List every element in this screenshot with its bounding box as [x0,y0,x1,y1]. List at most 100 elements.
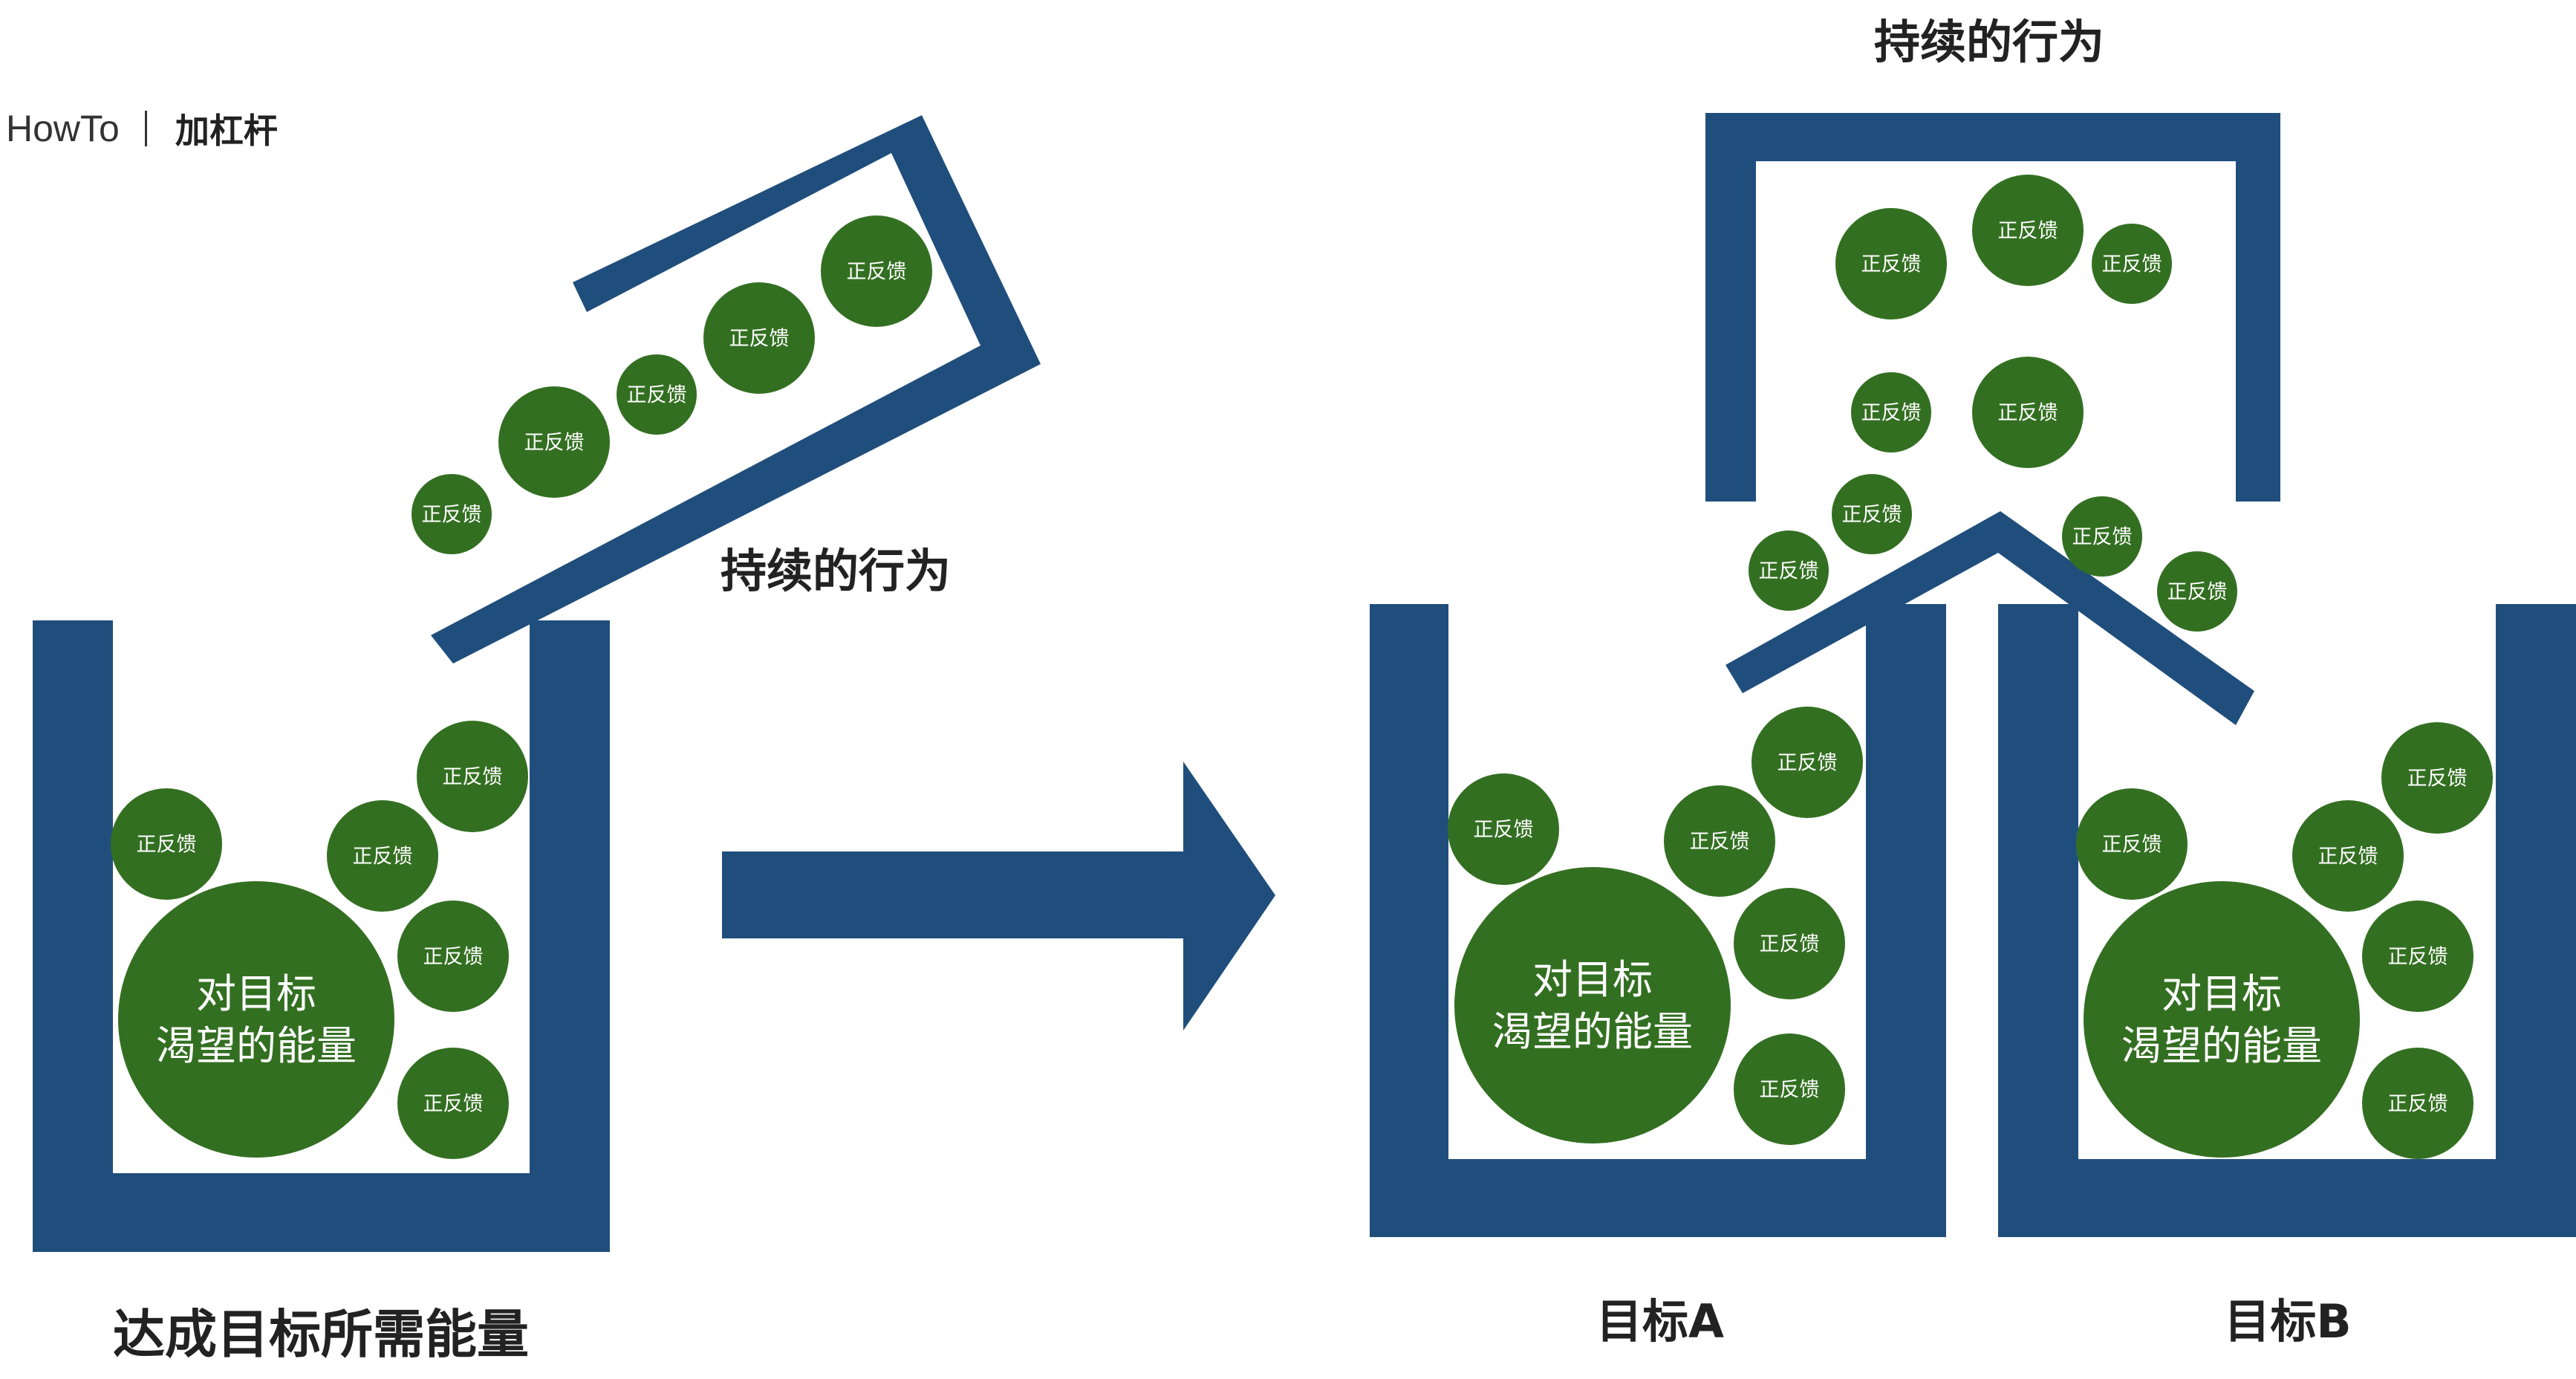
hopper-bubble: 正反馈 [1972,175,2084,286]
bubble-circle [1749,530,1829,611]
bubble-label: 正反馈 [847,260,907,283]
bubble-label: 正反馈 [137,833,197,856]
falling-bubble: 正反馈 [1749,530,1829,611]
header-divider [144,111,147,146]
bubble-circle [118,881,394,1158]
bubble-circle [1832,474,1912,554]
arrow-right-icon [722,762,1275,1031]
bubble-circle [2381,722,2493,834]
bucket-bubble: 正反馈 [417,721,528,832]
bubble-label: 正反馈 [1998,401,2058,424]
bubble-label: 正反馈 [2102,833,2162,856]
bubble-label: 渴望的能量 [2121,1022,2322,1069]
bubble-circle [1454,867,1731,1143]
bubble-circle [327,800,438,912]
bubble-circle [1448,773,1559,885]
bubble-label: 正反馈 [524,431,585,454]
bubble-circle [111,788,222,900]
bubble-label: 正反馈 [2102,253,2162,276]
bubble-circle [1835,208,1947,319]
brand-name: HowTo [6,108,120,149]
bubble-circle [2084,881,2360,1158]
bucket-b-label: 目标B [2224,1294,2351,1349]
bubble-label: 正反馈 [422,503,482,526]
bubble-circle [2076,788,2188,900]
bubble-circle [397,901,509,1012]
bubble-label: 正反馈 [423,1092,484,1115]
bubble-label: 正反馈 [729,327,790,350]
bubble-label: 正反馈 [1842,503,1902,526]
bucket-a [1370,604,1946,1237]
bubble-label: 正反馈 [353,845,413,868]
bubble-circle [2292,800,2404,912]
bucket-b-bubble: 正反馈 [2076,788,2188,900]
bucket-a-bubble: 正反馈 [1448,773,1559,885]
bucket-b-bubble: 正反馈 [2362,1048,2473,1159]
bubble-label: 正反馈 [1861,401,1922,424]
bucket-b [1998,604,2576,1237]
bucket-a-bubble: 正反馈 [1734,1034,1845,1145]
bubble-label: 渴望的能量 [156,1022,357,1069]
bubble-label: 正反馈 [1690,830,1750,853]
bubble-label: 正反馈 [2167,580,2228,603]
hopper-bubble: 正反馈 [1851,372,1931,452]
bucket-b-bubble: 正反馈 [2381,722,2493,834]
falling-bubble: 正反馈 [2157,551,2237,632]
bubble-label: 正反馈 [1760,1078,1820,1101]
bubble-circle [2157,551,2237,632]
bucket-a-bubble: 正反馈 [1664,785,1775,897]
header: HowTo 加杠杆 [6,103,278,155]
bucket-bubble: 正反馈 [327,800,438,912]
right-hopper [1705,113,2280,502]
chute-bubble: 正反馈 [498,386,610,498]
chute-bubble: 正反馈 [821,215,932,327]
bubble-circle [397,1048,509,1159]
bubble-label: 正反馈 [443,765,503,788]
left-bucket-label: 达成目标所需能量 [113,1304,529,1365]
bubble-label: 正反馈 [1759,559,1819,583]
bubble-circle [498,386,610,498]
bucket-b-bubble: 正反馈 [2292,800,2404,912]
bubble-circle [2362,901,2473,1012]
bucket-bubble: 正反馈 [111,788,222,900]
bubble-circle [1972,357,2084,468]
chute-bubble: 正反馈 [703,282,815,394]
bubble-label: 对目标 [2162,970,2282,1017]
bubble-circle [617,354,697,435]
bubble-label: 渴望的能量 [1492,1008,1693,1055]
bubble-label: 正反馈 [1474,818,1534,841]
right-top-label: 持续的行为 [1874,15,2104,69]
topic-title: 加杠杆 [175,111,278,151]
bubble-label: 正反馈 [2388,945,2448,968]
bubble-label: 正反馈 [1760,932,1820,955]
bubble-circle [2092,224,2172,304]
bubble-circle [417,721,528,832]
bubble-label: 对目标 [196,970,316,1017]
bubble-circle [1734,1034,1845,1145]
left-chute [431,115,1041,663]
chute-bubble: 正反馈 [412,474,492,554]
bubbles: 正反馈正反馈正反馈正反馈正反馈正反馈正反馈正反馈正反馈正反馈对目标渴望的能量正反… [111,175,2493,1159]
bubble-label: 正反馈 [627,383,687,406]
bubble-circle [1972,175,2084,286]
bubble-circle [703,282,815,394]
bubble-label: 对目标 [1532,956,1653,1003]
bubble-circle [412,474,492,554]
left-chute-label: 持续的行为 [721,544,951,598]
bubble-circle [1664,785,1775,897]
falling-bubble: 正反馈 [2062,496,2142,577]
hopper-bubble: 正反馈 [2092,224,2172,304]
bucket-a-bubble: 正反馈 [1752,707,1863,818]
bubble-circle [821,215,932,327]
bubble-label: 正反馈 [1998,219,2058,242]
bucket-bubble: 正反馈 [397,1048,509,1159]
bucket-a-bubble: 正反馈 [1734,888,1845,999]
bubble-label: 正反馈 [1861,253,1922,276]
bubble-circle [1734,888,1845,999]
bucket-bubble: 正反馈 [397,901,509,1012]
bucket-a-label: 目标A [1596,1294,1724,1349]
